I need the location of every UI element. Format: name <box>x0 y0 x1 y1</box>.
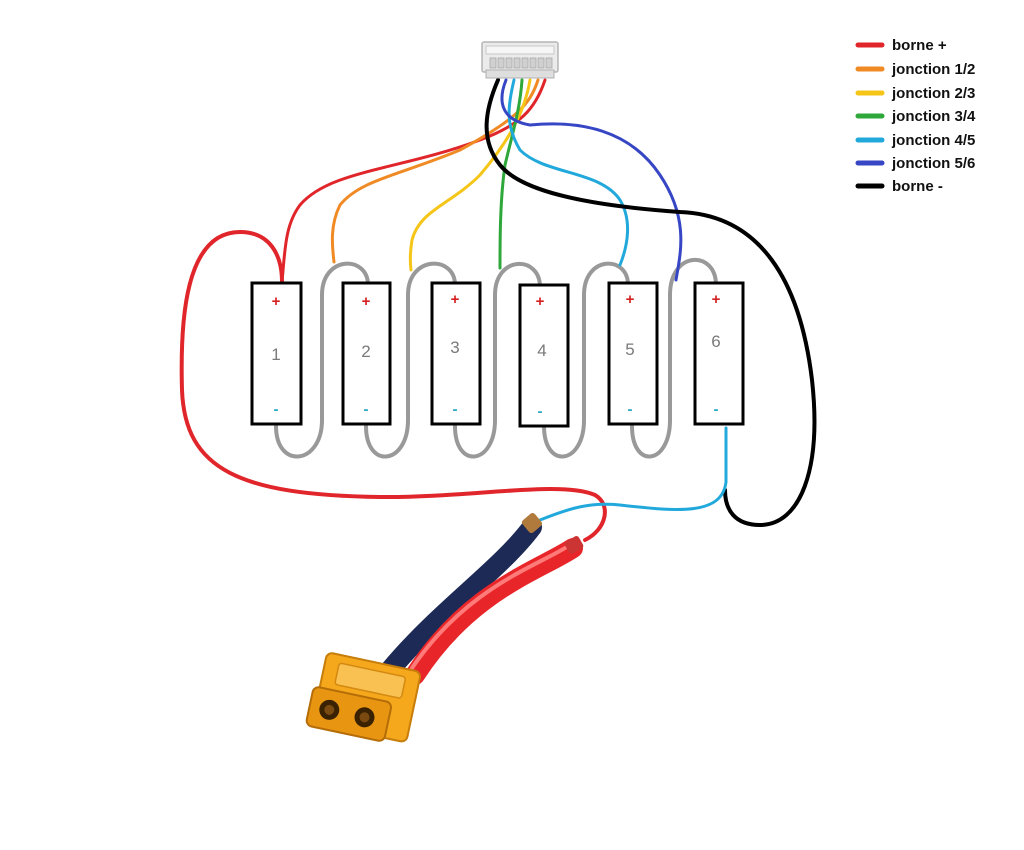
balance-wires <box>280 78 817 527</box>
cell-plus-label: + <box>362 293 371 310</box>
battery-cell-1: + 1 - <box>250 281 303 426</box>
series-link-4-5 <box>542 261 630 459</box>
wire-jonction-4-5 <box>507 78 630 267</box>
cell-plus-label: + <box>451 291 460 308</box>
main-power-wires <box>179 230 728 542</box>
xt60-red-lead <box>405 538 583 685</box>
legend-label: jonction 5/6 <box>891 155 975 172</box>
legend-label: jonction 2/3 <box>891 85 975 102</box>
cell-body <box>693 281 745 426</box>
battery-cell-5: + 5 - <box>607 281 659 426</box>
wire-jonction-3-4 <box>498 78 524 270</box>
cell-plus-label: + <box>272 293 281 310</box>
legend-item: jonction 4/5 <box>855 132 975 149</box>
cell-body <box>607 281 659 426</box>
cell-minus-label: - <box>274 401 279 418</box>
series-link-1-2 <box>274 261 370 459</box>
cell-body <box>250 281 303 426</box>
cell-number: 2 <box>361 342 370 361</box>
cell-minus-label: - <box>628 401 633 418</box>
xt60-red-lead-shine <box>410 543 572 670</box>
balance-connector-pins <box>489 57 553 69</box>
cell-minus-label: - <box>364 401 369 418</box>
series-link-3-4 <box>453 261 542 459</box>
cell-plus-label: + <box>626 291 635 308</box>
legend-item: jonction 5/6 <box>855 155 975 172</box>
series-link-5-6 <box>630 258 718 459</box>
xt60-connector <box>305 512 584 743</box>
battery-cell-6: + 6 - <box>693 281 745 426</box>
legend-label: jonction 3/4 <box>891 108 976 125</box>
wire-borne-plus-main <box>179 230 607 542</box>
battery-cell-4: + 4 - <box>518 283 570 428</box>
cell-number: 6 <box>711 332 720 351</box>
cell-number: 1 <box>271 345 280 364</box>
balance-connector <box>481 41 559 79</box>
xt60-body <box>305 652 422 743</box>
wire-borne-minus-main <box>538 426 728 522</box>
cell-plus-label: + <box>536 293 545 310</box>
cell-minus-label: - <box>714 401 719 418</box>
legend-item: borne + <box>855 37 947 54</box>
legend-label: jonction 1/2 <box>891 61 975 78</box>
battery-cell-3: + 3 - <box>430 281 482 426</box>
xt60-black-tip <box>521 512 543 534</box>
series-links <box>274 258 718 459</box>
balance-connector-latch <box>485 45 555 55</box>
cell-number: 5 <box>625 340 634 359</box>
xt60-red-tip <box>564 536 584 554</box>
legend-label: borne - <box>892 178 943 195</box>
legend-item: borne - <box>855 178 943 195</box>
balance-connector-base <box>485 69 555 79</box>
cell-body <box>518 283 570 428</box>
cell-number: 3 <box>450 338 459 357</box>
cell-body <box>341 281 392 426</box>
wire-borne-minus-balance <box>484 78 817 527</box>
cell-body <box>430 281 482 426</box>
cell-minus-label: - <box>453 401 458 418</box>
cell-number: 4 <box>537 341 546 360</box>
legend-label: borne + <box>892 37 947 54</box>
legend-item: jonction 2/3 <box>855 85 975 102</box>
series-link-2-3 <box>364 261 457 459</box>
legend: borne + jonction 1/2 jonction 2/3 joncti… <box>855 37 976 195</box>
legend-label: jonction 4/5 <box>891 132 975 149</box>
battery-cell-2: + 2 - <box>341 281 392 426</box>
battery-cells: + 1 - + 2 - + 3 - + 4 - + 5 - <box>250 281 745 428</box>
cell-plus-label: + <box>712 291 721 308</box>
legend-item: jonction 3/4 <box>855 108 976 125</box>
wire-jonction-5-6 <box>500 78 683 282</box>
legend-item: jonction 1/2 <box>855 61 975 78</box>
cell-minus-label: - <box>538 403 543 420</box>
xt60-black-lead <box>380 517 542 680</box>
